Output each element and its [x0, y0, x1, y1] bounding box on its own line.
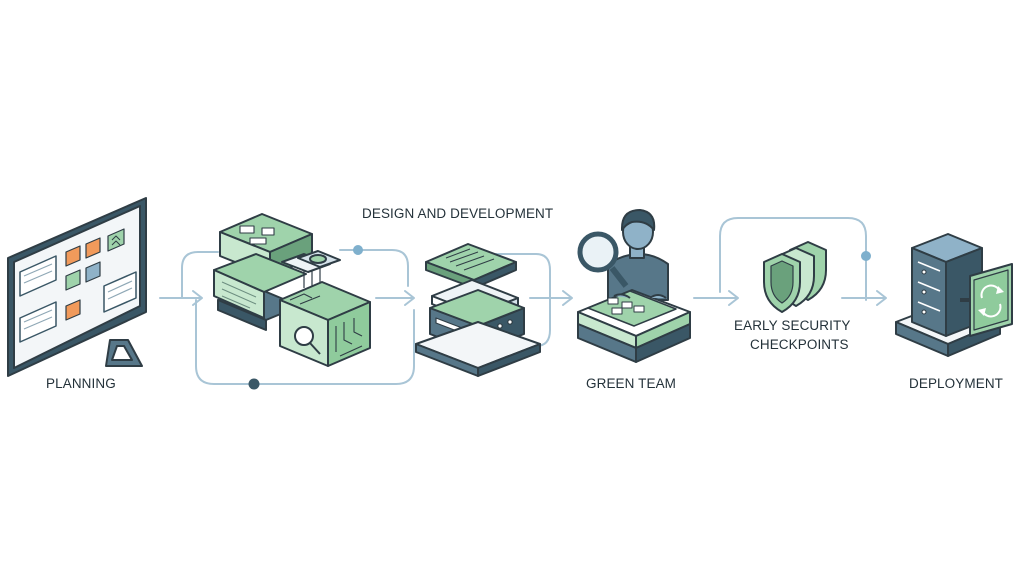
blueprint-circuit-blocks-icon [213, 213, 371, 367]
flow-arrows [159, 217, 887, 385]
stage-label-deployment: DEPLOYMENT [909, 376, 1004, 391]
arrow-greenteam-to-security [693, 290, 739, 306]
security-loop [719, 217, 867, 301]
stage-label-security-line1: EARLY SECURITY [734, 318, 851, 333]
arrow-design-to-dev [375, 290, 415, 306]
loop-node-top [353, 245, 363, 255]
loop-node-bottom [248, 378, 260, 390]
stage-label-security-line2: CHECKPOINTS [750, 337, 849, 352]
design-loop-top [181, 251, 219, 299]
design-loop-bottom [195, 299, 415, 385]
loop-nodes [248, 245, 871, 390]
stage-label-design-and-development: DESIGN AND DEVELOPMENT [362, 206, 554, 221]
stage-label-planning: PLANNING [46, 376, 116, 391]
person-magnifier-inspection-icon [577, 209, 691, 363]
arrow-security-to-deploy [841, 290, 887, 306]
dev-loop-top [339, 249, 409, 287]
loop-node-security [861, 251, 871, 261]
dev-loop-right [495, 253, 551, 347]
stage-label-green-team: GREEN TEAM [586, 376, 677, 391]
server-stack-blueprint-icon [415, 243, 541, 377]
shield-checkpoint-icon [763, 241, 827, 313]
kanban-board-icon [7, 197, 147, 377]
server-rack-deploy-icon [895, 233, 1013, 357]
